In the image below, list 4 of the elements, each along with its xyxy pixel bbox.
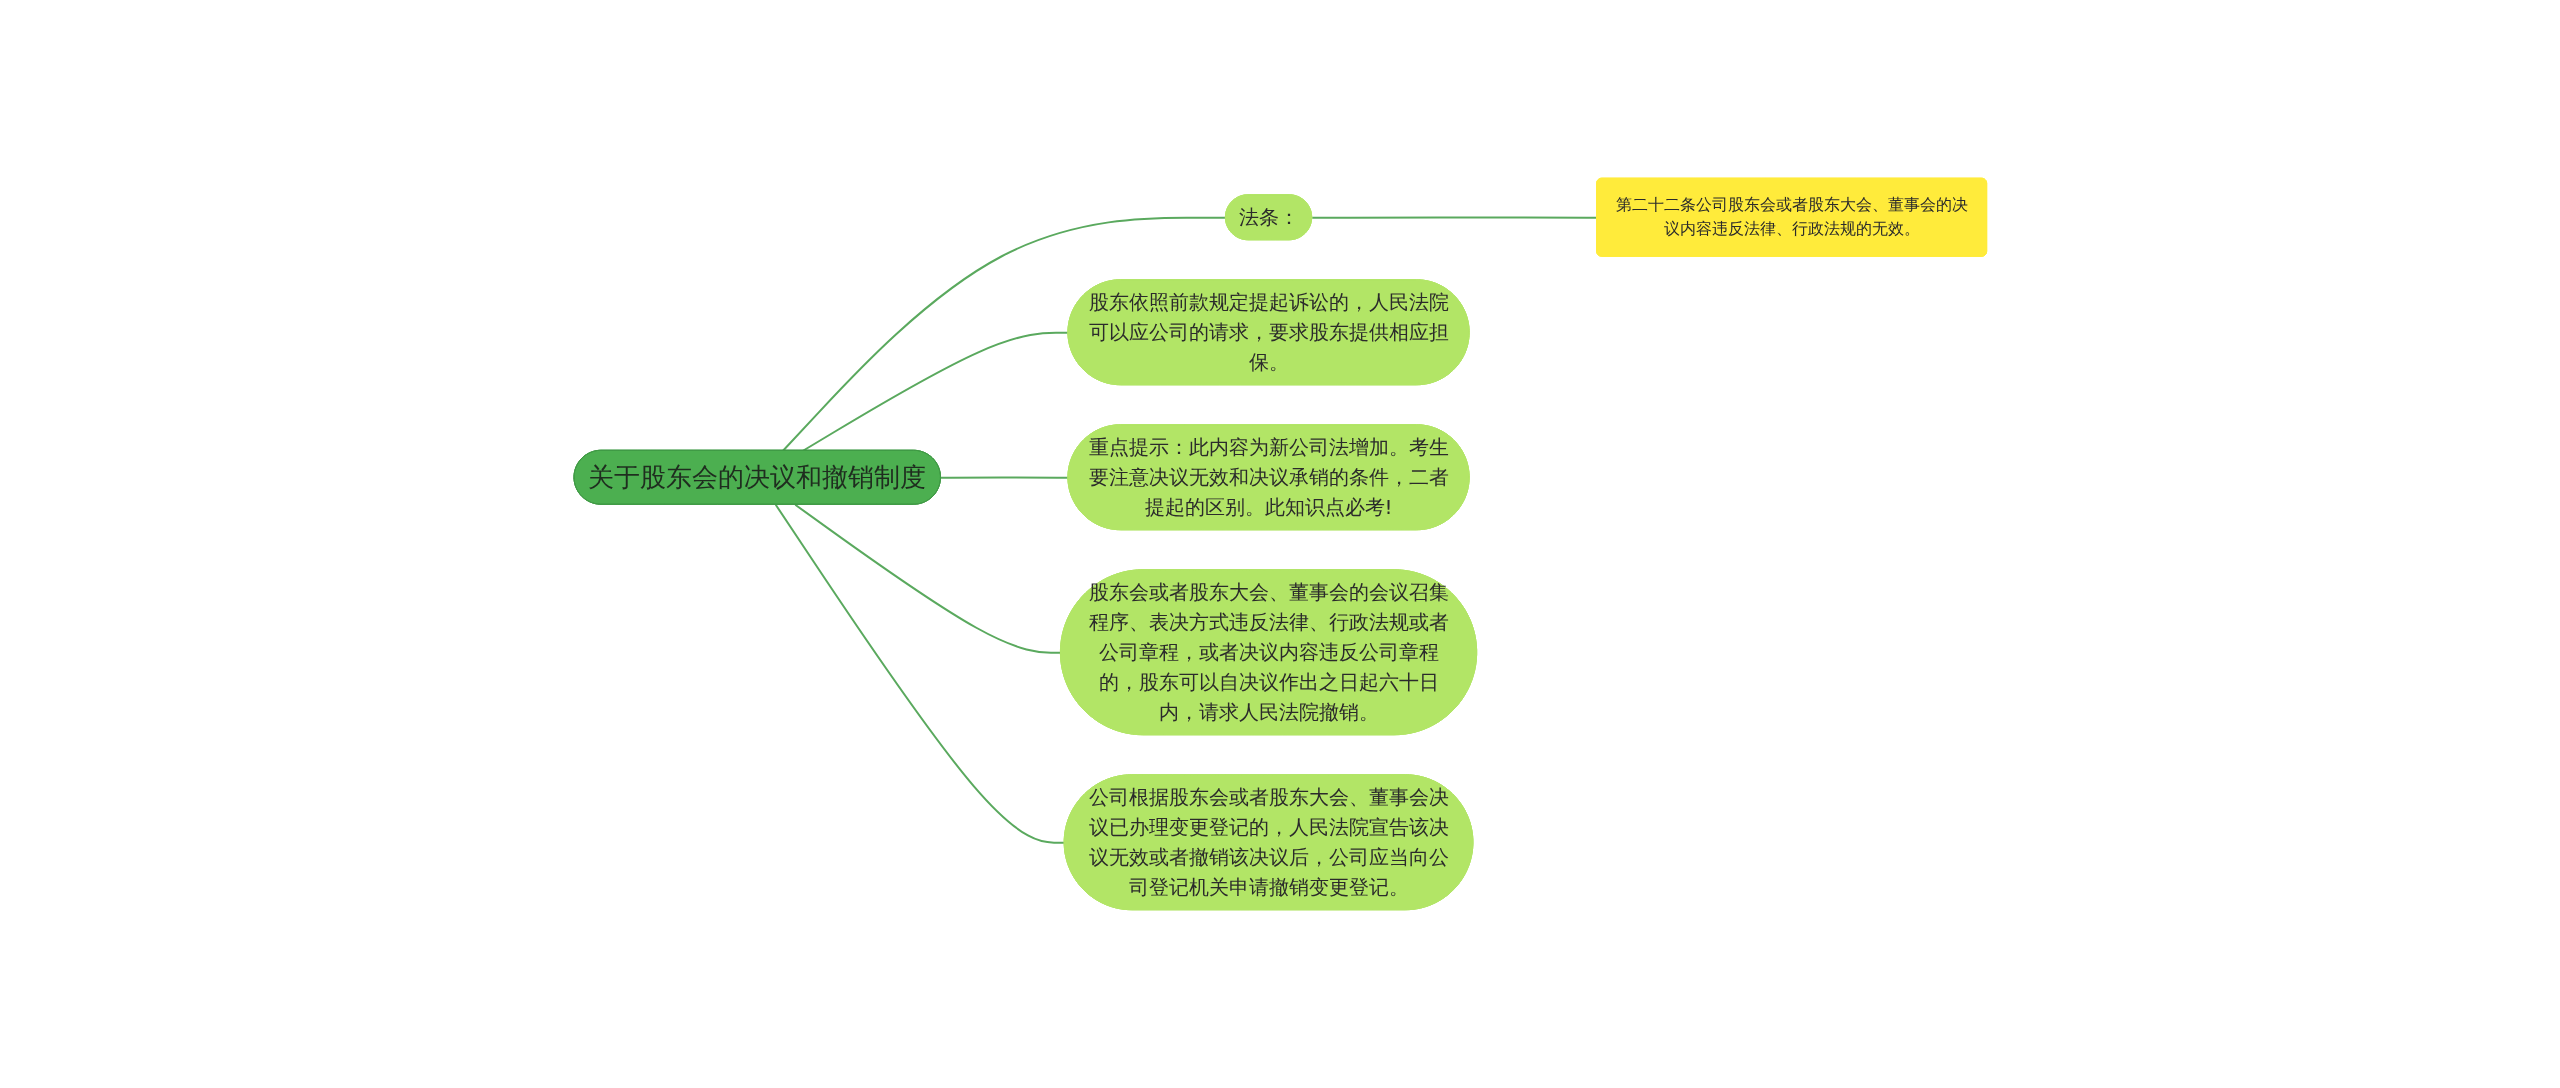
connector xyxy=(1310,216,1598,219)
connector xyxy=(781,216,1227,452)
connector xyxy=(793,503,1062,654)
connector xyxy=(774,503,1066,844)
